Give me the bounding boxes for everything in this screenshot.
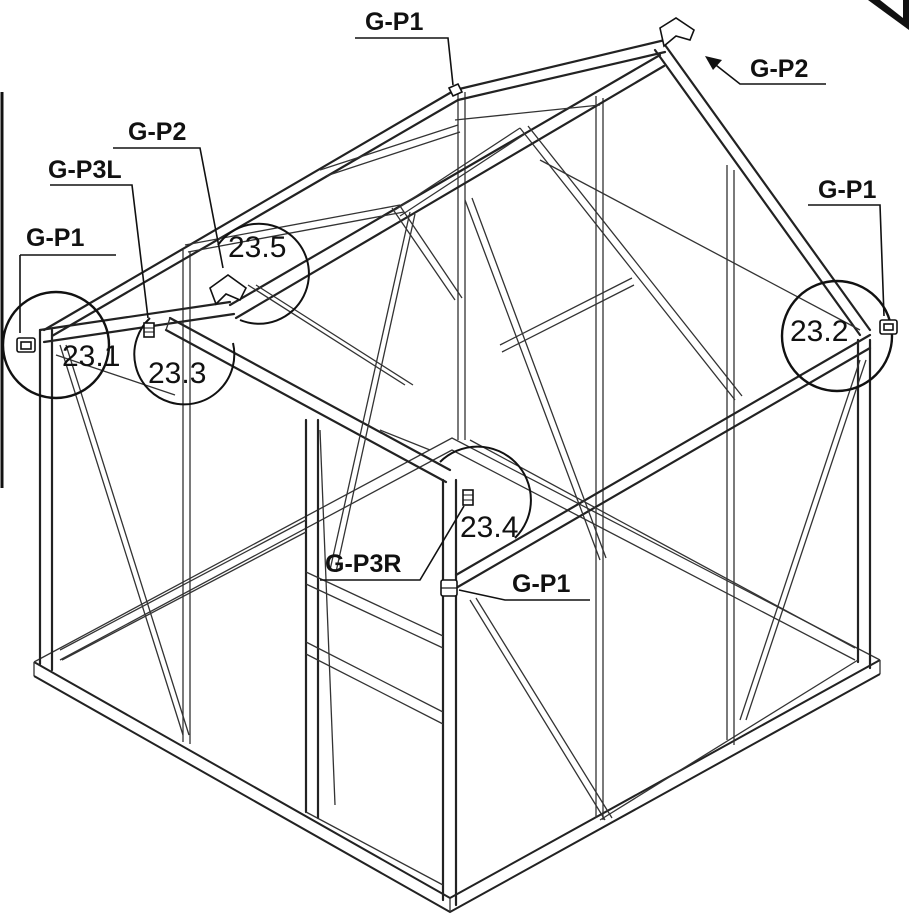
greenhouse-frame [33,38,881,914]
gutter-bracket-icon [143,322,155,338]
step-23-4: 23.4 [460,511,518,544]
detail-arc-23-4 [439,445,532,539]
corner-cap-icon [440,579,458,597]
step-23-5: 23.5 [228,231,286,264]
label-gp1-left: G-P1 [26,224,84,252]
ridge-cap-icon [209,274,248,306]
label-gp1-bottom: G-P1 [512,570,570,598]
detail-arc-23-3 [133,317,236,406]
gutter-bracket-icon [462,489,474,506]
corner-arrow-icon [868,0,909,30]
label-gp3r: G-P3R [325,550,401,578]
detail-circle-23-1 [1,290,111,400]
ridge-cap-icon [659,17,695,48]
corner-cap-icon [16,337,36,353]
step-23-3: 23.3 [148,357,206,390]
label-gp1-top: G-P1 [365,8,423,36]
step-23-2: 23.2 [790,315,848,348]
label-gp3l: G-P3L [48,156,122,184]
detail-circle-23-2 [780,279,894,393]
corner-cap-icon [447,82,464,98]
corner-cap-icon [879,319,898,335]
step-23-1: 23.1 [62,340,120,373]
label-gp2-left: G-P2 [128,118,186,146]
label-gp1-right: G-P1 [818,176,876,204]
leaders [19,37,885,601]
detail-arc-23-5 [217,222,310,325]
label-gp2-top-right: G-P2 [750,55,808,83]
